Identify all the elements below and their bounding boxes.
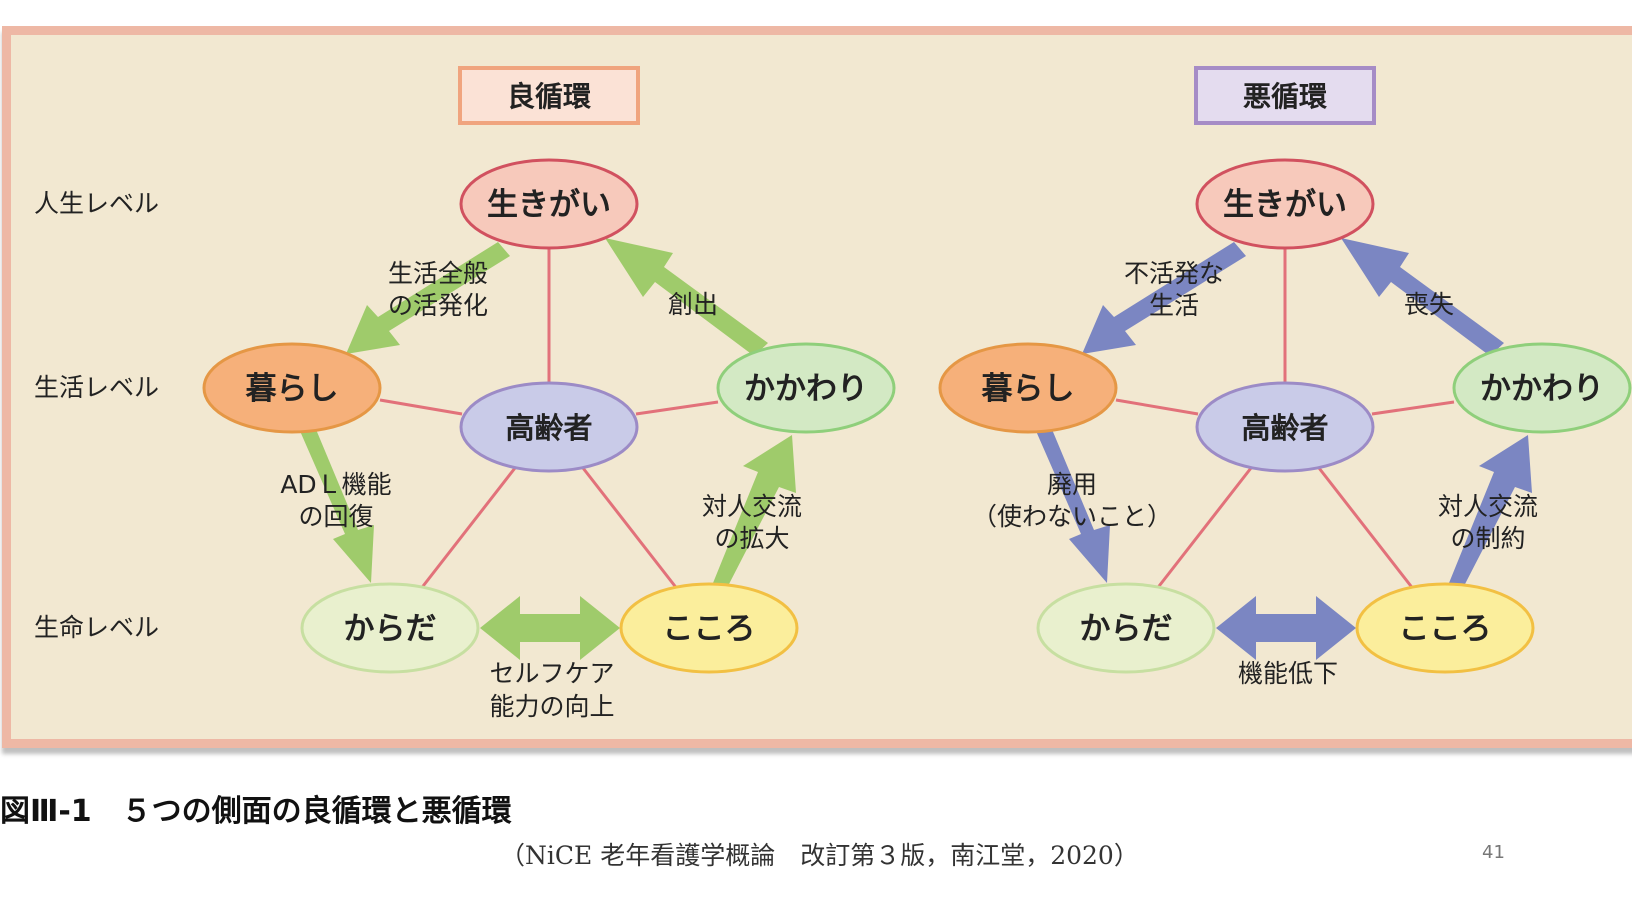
good-arrow-label-kokoro-kakawari-1: 対人交流 <box>702 492 802 521</box>
bad-node-kurashi <box>938 342 1118 434</box>
good-link-kakawari <box>635 400 719 416</box>
good-arrow-label-ikigai-kurashi-1: 生活全般 <box>388 259 488 288</box>
good-cycle: 良循環 生活全般 の活発化 創出 ADＬ機能 の回復 対人交流 の拡大 セルフケ… <box>202 66 896 721</box>
good-arrow-label-karada-kokoro-2: 能力の向上 <box>489 692 614 721</box>
good-arrow-label-kakawari-ikigai: 創出 <box>668 290 718 319</box>
good-node-kakawari-label: かかわり <box>744 371 868 407</box>
level-label-living: 生活レベル <box>34 373 159 402</box>
bad-cycle-title: 悪循環 <box>1243 80 1328 113</box>
good-node-koureisha-label: 高齢者 <box>505 411 592 445</box>
bad-link-karada <box>1154 467 1253 591</box>
level-label-life: 人生レベル <box>34 189 159 218</box>
good-node-ikigai <box>459 158 639 250</box>
bad-node-karada-label: からだ <box>1080 611 1173 647</box>
bad-arrow-label-ikigai-kurashi-1: 不活発な <box>1124 259 1224 288</box>
good-node-kurashi-label: 暮らし <box>246 371 339 407</box>
bad-arrow-label-kakawari-ikigai: 喪失 <box>1404 290 1454 319</box>
good-node-koureisha <box>459 381 639 473</box>
bad-cycle-title-box <box>1194 66 1376 125</box>
good-arrow-kurashi-to-karada <box>300 427 374 583</box>
bad-arrow-label-kurashi-karada-1: 廃用 <box>1047 470 1097 499</box>
bad-node-koureisha <box>1195 381 1375 473</box>
figure-source: （NiCE 老年看護学概論 改訂第３版，南江堂，2020） <box>500 841 1139 870</box>
bad-node-karada <box>1036 582 1216 674</box>
bad-arrow-kokoro-to-kakawari <box>1449 435 1532 586</box>
bad-node-ikigai <box>1195 158 1375 250</box>
figure-title: 図Ⅲ-1 ５つの側面の良循環と悪循環 <box>0 794 512 829</box>
bad-node-kakawari-label: かかわり <box>1480 371 1604 407</box>
good-arrow-label-karada-kokoro-1: セルフケア <box>489 659 614 688</box>
bad-cycle: 悪循環 不活発な 生活 喪失 廃用 （使わないこと） 対人交流 の制約 機能低下 <box>938 66 1632 688</box>
good-link-kurashi <box>379 398 463 416</box>
good-arrow-label-ikigai-kurashi-2: の活発化 <box>388 291 488 320</box>
good-link-kokoro <box>581 467 680 591</box>
good-node-karada <box>300 582 480 674</box>
good-arrow-label-kurashi-karada-1: ADＬ機能 <box>280 470 391 499</box>
bad-node-kakawari <box>1452 342 1632 434</box>
good-node-karada-label: からだ <box>344 611 437 647</box>
bad-link-kurashi <box>1115 398 1199 416</box>
good-node-kokoro <box>619 582 799 674</box>
level-label-vital: 生命レベル <box>34 613 159 642</box>
bad-arrow-karada-kokoro <box>1216 596 1356 660</box>
bad-link-kakawari <box>1371 400 1455 416</box>
bad-node-kurashi-label: 暮らし <box>982 371 1075 407</box>
good-arrow-ikigai-to-kurashi <box>346 242 510 354</box>
bad-arrow-label-kokoro-kakawari-1: 対人交流 <box>1438 492 1538 521</box>
bad-link-kokoro <box>1317 467 1416 591</box>
bad-node-ikigai-label: 生きがい <box>1223 187 1347 223</box>
bad-arrow-label-ikigai-kurashi-2: 生活 <box>1149 291 1199 320</box>
good-arrow-karada-kokoro <box>480 596 620 660</box>
good-arrow-label-kurashi-karada-2: の回復 <box>298 502 373 531</box>
bad-node-kokoro <box>1355 582 1535 674</box>
bad-node-koureisha-label: 高齢者 <box>1241 411 1328 445</box>
good-node-kakawari <box>716 342 896 434</box>
bad-arrow-label-kokoro-kakawari-2: の制約 <box>1450 524 1525 553</box>
bad-arrow-kakawari-to-ikigai <box>1341 238 1504 356</box>
good-cycle-title: 良循環 <box>507 80 592 113</box>
cycle-diagram: 人生レベル 生活レベル 生命レベル 良循環 生活全般 の活発化 創出 ADＬ機能 <box>34 66 1632 721</box>
good-node-ikigai-label: 生きがい <box>487 187 611 223</box>
bad-arrow-ikigai-to-kurashi <box>1082 242 1246 354</box>
page-number: 41 <box>1482 842 1505 863</box>
good-node-kokoro-label: こころ <box>663 611 756 647</box>
bad-arrow-kurashi-to-karada <box>1036 427 1110 583</box>
good-arrow-kakawari-to-ikigai <box>605 238 768 356</box>
good-arrow-kokoro-to-kakawari <box>713 435 796 586</box>
good-node-kurashi <box>202 342 382 434</box>
bad-arrow-label-kurashi-karada-2: （使わないこと） <box>972 502 1172 531</box>
bad-node-kokoro-label: こころ <box>1399 611 1492 647</box>
good-link-karada <box>418 467 517 591</box>
good-arrow-label-kokoro-kakawari-2: の拡大 <box>714 524 789 553</box>
good-cycle-title-box <box>458 66 640 125</box>
bad-arrow-label-karada-kokoro: 機能低下 <box>1238 659 1338 688</box>
